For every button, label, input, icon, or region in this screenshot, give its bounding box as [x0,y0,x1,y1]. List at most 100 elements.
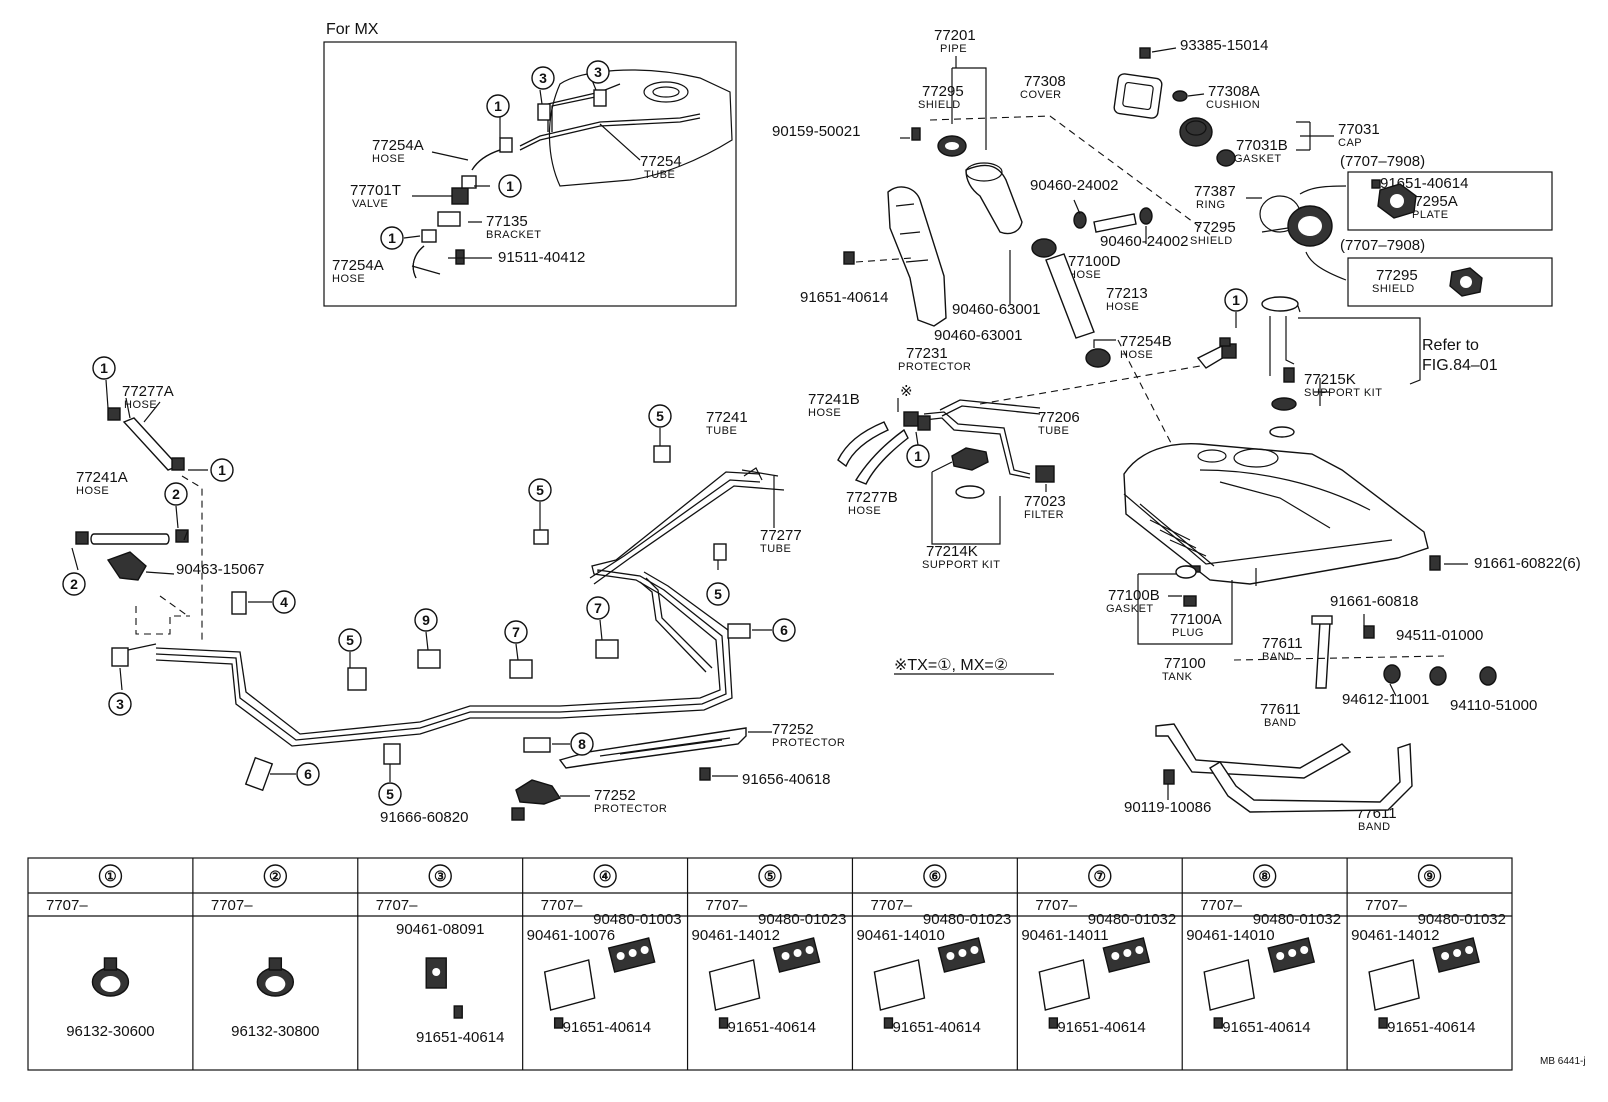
label-77241B: 77241B [808,391,860,408]
clamp-icon-hole [265,976,286,992]
table-header-num: ⑤ [764,868,777,884]
table-header-num: ① [104,868,117,884]
table-part-number: 90461-14012 [692,927,780,944]
label-refer-to: Refer to [1422,337,1479,354]
inset-circle-labels: 1 3 3 1 1 [380,60,610,250]
cushion-icon-hole [793,949,802,957]
label-77100D-name: HOSE [1068,269,1101,281]
band-77611-upright [1315,621,1331,689]
label-77295-sh2: 77295 [1194,219,1236,236]
inset-tube-77254 [519,113,701,151]
svg-text:6: 6 [304,766,312,782]
svg-text:1: 1 [218,462,226,478]
label-94511: 94511-01000 [1396,627,1483,644]
clip-5c [533,529,549,545]
label-77214K: 77214K [926,543,978,560]
table-part-number: 91651-40614 [1057,1019,1145,1036]
label-77254A-top-name: HOSE [372,153,405,165]
svg-text:5: 5 [346,632,354,648]
label-77135: 77135 [486,213,528,230]
table-date: 7707– [376,897,418,914]
cushion-icon-hole [640,946,649,954]
bracket-icon [708,959,761,1011]
svg-text:2: 2 [70,576,78,592]
table-part-number: 91651-40614 [1222,1019,1310,1036]
cushion-icon-hole [970,946,979,954]
svg-text:7: 7 [594,600,602,616]
label-77295-box: 77295 [1376,267,1418,284]
inset-valve [451,187,469,205]
table-part-number: 91651-40614 [416,1029,504,1046]
fuel-tank [1085,296,1497,813]
cushion-icon-hole [958,949,967,957]
protector-77252-lower [515,779,562,805]
label-90119: 90119-10086 [1124,799,1211,816]
svg-text:※: ※ [900,383,913,400]
label-77135-name: BRACKET [486,229,541,241]
hose-77277B [854,428,909,485]
label-77295A-name: PLATE [1412,209,1449,221]
inset-clamp-1a [499,137,513,153]
protector-77231 [887,186,947,327]
clip-6-left [244,756,274,792]
table-header-circle [263,864,288,888]
table-part-number: 90480-01032 [1253,911,1341,928]
clamp-icon-tab [103,957,118,971]
label-77206-name: TUBE [1038,425,1069,437]
label-77611a-name: BAND [1262,651,1295,663]
label-77277B: 77277B [846,489,898,506]
table-header-num: ⑧ [1258,868,1271,884]
label-77023-name: FILTER [1024,509,1064,521]
label-77254A-bot-name: HOSE [332,273,365,285]
clip-5b [383,743,401,765]
parts-table: ①7707–96132-30600②7707–96132-30800③7707–… [27,857,1513,1071]
clip-8 [523,737,551,753]
bracket-icon [1203,959,1256,1011]
label-77254-name: TUBE [644,169,675,181]
bracket-icon [873,959,926,1011]
label-77295-sh2-name: SHIELD [1190,235,1233,247]
table-date: 7707– [1365,897,1407,914]
bolt-icon [1378,1017,1388,1029]
inset-hose-top [471,149,501,171]
clip-6-right [727,623,751,639]
clip-7b [595,639,619,659]
label-77308A: 77308A [1208,83,1260,100]
cushion-icon-hole [628,949,637,957]
cushion-icon-hole [1465,946,1474,954]
label-91661-60818: 91661-60818 [1330,593,1418,610]
label-77295-box-name: SHIELD [1372,283,1415,295]
label-77241A-name: HOSE [76,485,109,497]
label-77308A-name: CUSHION [1206,99,1260,111]
table-part-number: 90461-10076 [527,927,615,944]
table-part-number: 96132-30800 [231,1023,319,1040]
label-7707-b: (7707–7908) [1340,237,1425,254]
label-77295-shield: 77295 [922,83,964,100]
label-91661-60822: 91661-60822(6) [1474,555,1581,572]
label-94110: 94110-51000 [1450,697,1537,714]
svg-text:5: 5 [536,482,544,498]
label-77213-name: HOSE [1106,301,1139,313]
label-77206: 77206 [1038,409,1080,426]
clip-5d [653,445,671,463]
fuel-lid-cover [1113,73,1163,119]
label-77023: 77023 [1024,493,1066,510]
clip-9 [417,649,441,669]
cushion-icon-hole [1288,949,1297,957]
table-header-num: ② [269,868,282,884]
tx-mx-note: ※TX=①, MX=② [894,657,1054,675]
fuel-filter [1035,465,1055,483]
protector-77252-upper [558,727,747,769]
table-header-num: ⑨ [1423,868,1436,884]
label-77254B-name: HOSE [1120,349,1153,361]
band-77611-a [1155,723,1352,779]
label-77100A-name: PLUG [1172,627,1204,639]
label-90460-24002b: 90460-24002 [1100,233,1188,250]
inset-bolt [455,249,465,265]
table-date: 7707– [1200,897,1242,914]
label-77100: 77100 [1164,655,1206,672]
label-77308: 77308 [1024,73,1066,90]
svg-text:3: 3 [539,70,547,86]
clip-3-left [111,647,129,667]
svg-text:1: 1 [1232,292,1240,308]
